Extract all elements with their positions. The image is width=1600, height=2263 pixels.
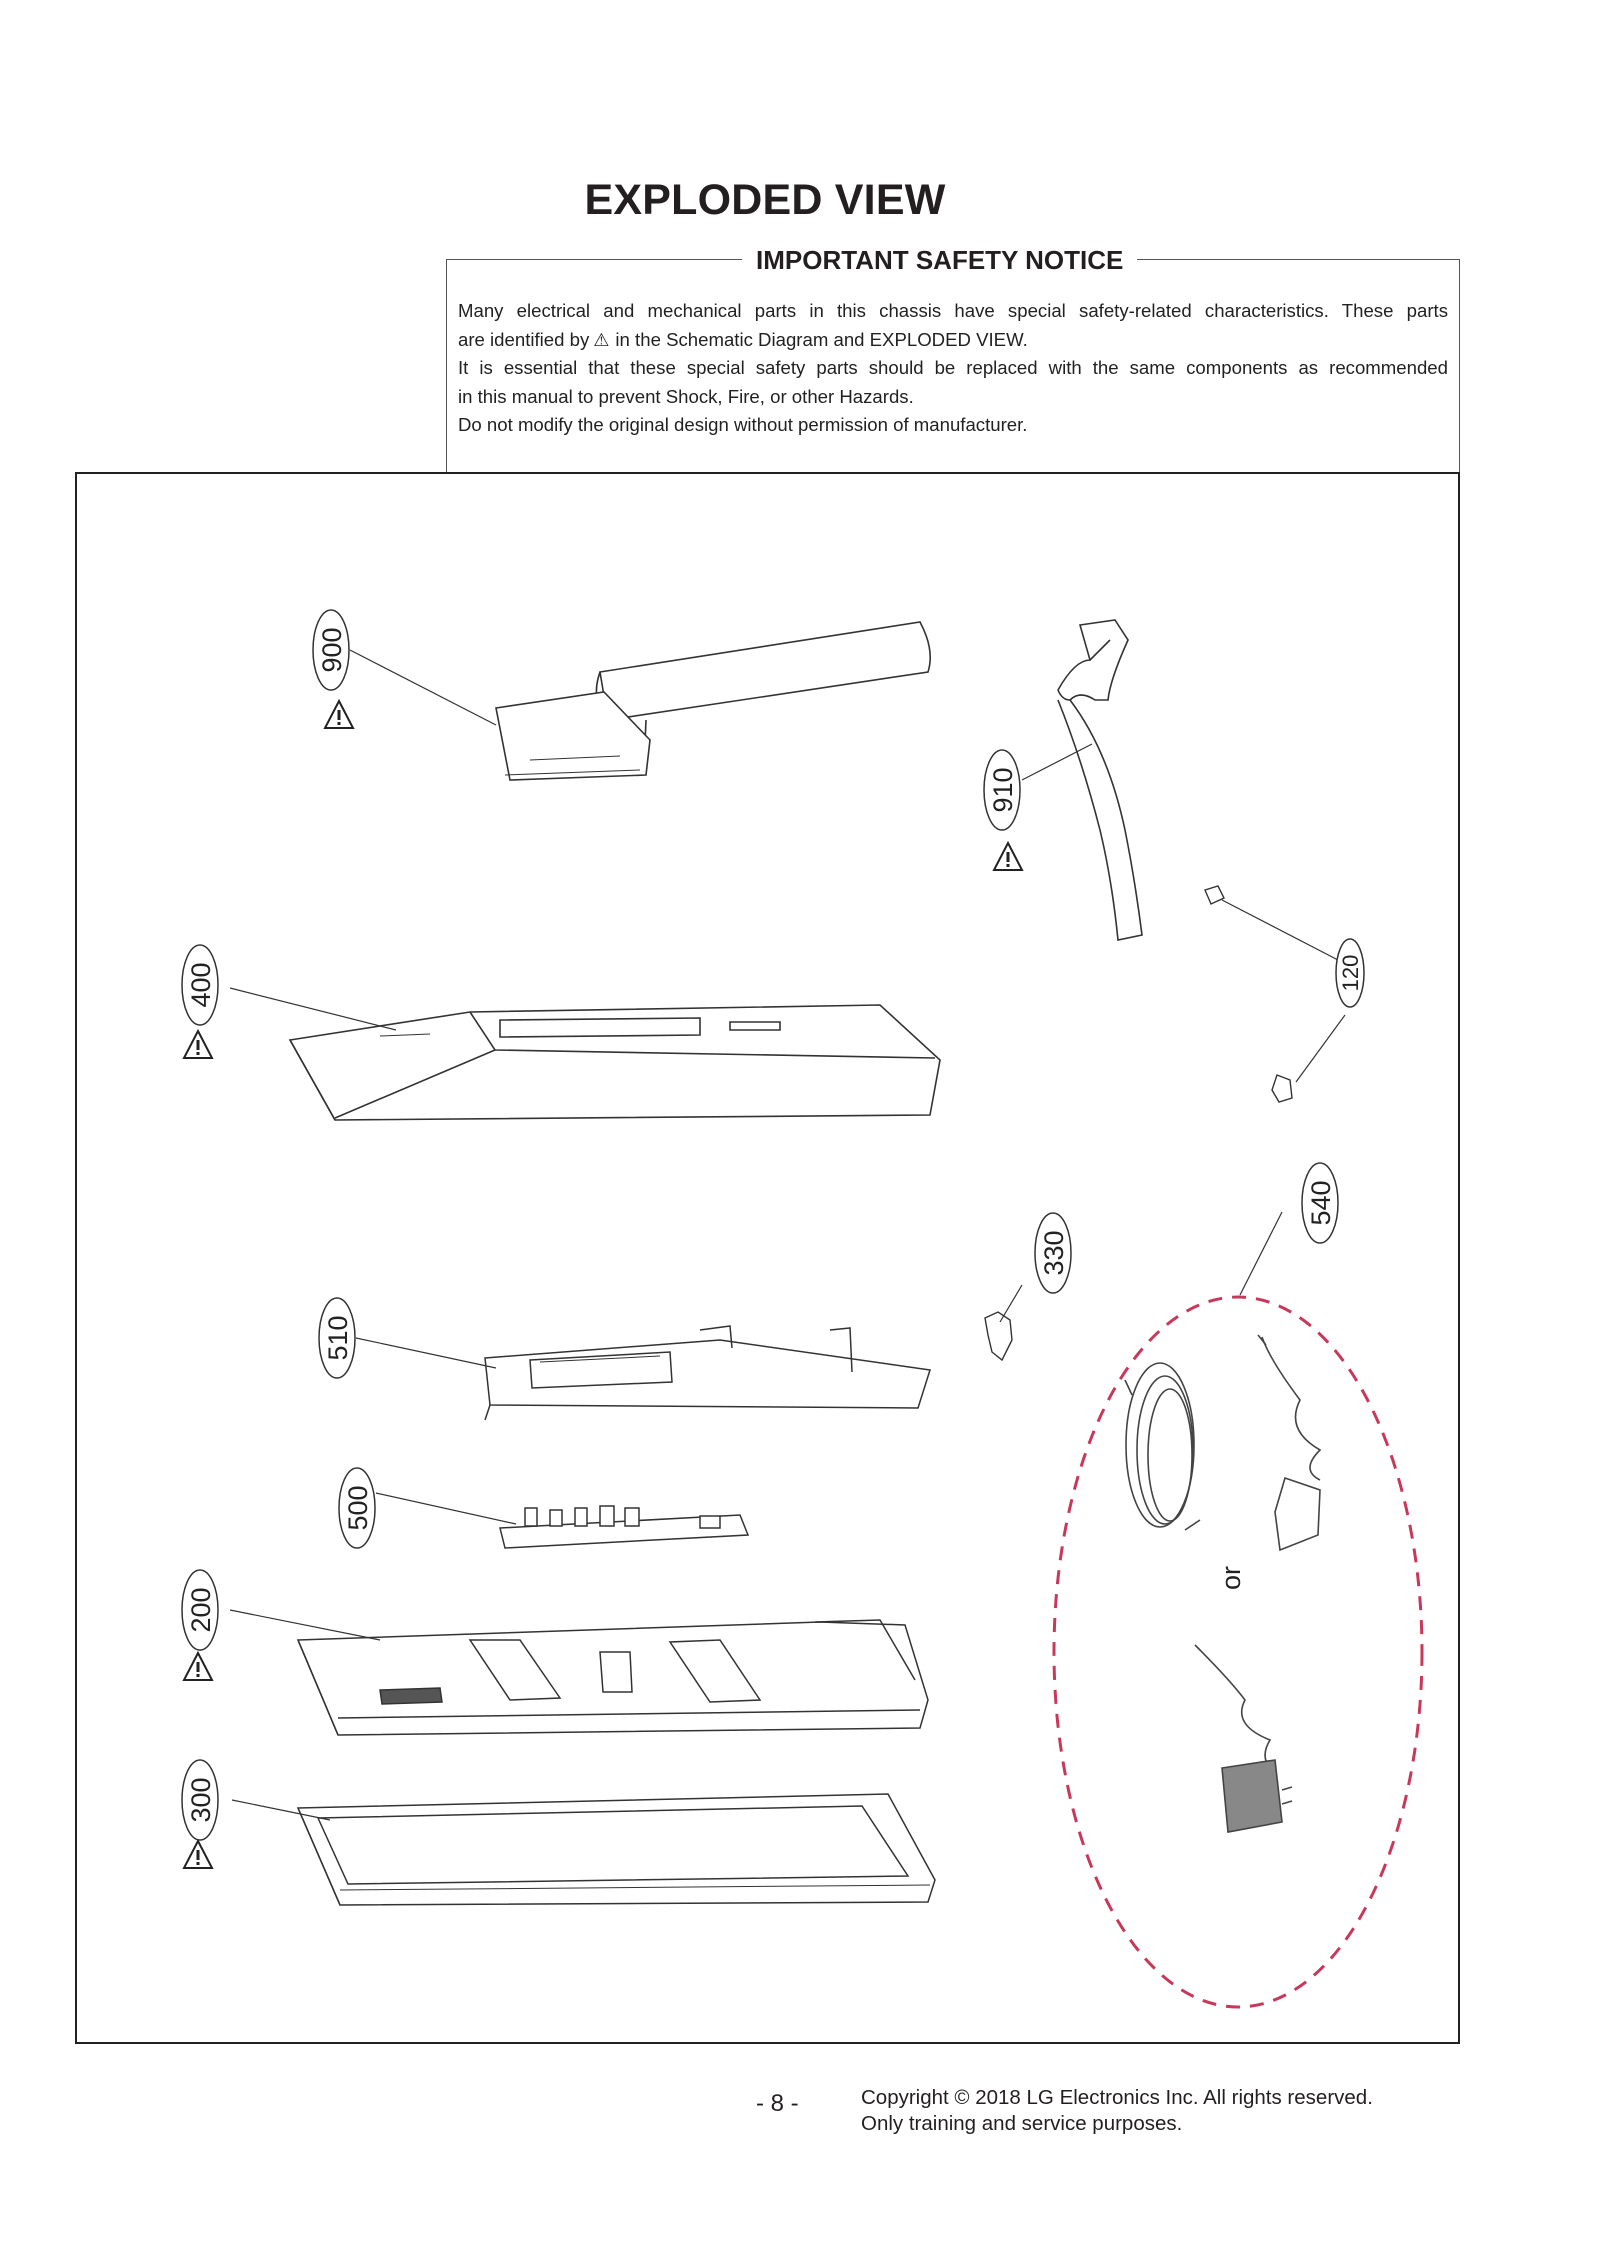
- callout-540: 540: [1301, 1162, 1339, 1244]
- warning-triangle-icon: [183, 1030, 213, 1059]
- part-label-900: 900: [317, 627, 347, 672]
- notice-line-1: Many electrical and mechanical parts in …: [458, 300, 1448, 321]
- copyright-block: Copyright © 2018 LG Electronics Inc. All…: [861, 2085, 1373, 2137]
- ac-adapter-box: [1257, 1334, 1322, 1552]
- part-label-330: 330: [1039, 1230, 1069, 1275]
- part-label-500: 500: [343, 1485, 373, 1530]
- safety-notice-text: Many electrical and mechanical parts in …: [458, 297, 1448, 440]
- callout-400: 400: [181, 944, 219, 1026]
- part-label-540: 540: [1306, 1180, 1336, 1225]
- notice-line-3: It is essential that these special safet…: [458, 357, 1448, 378]
- purpose-line: Only training and service purposes.: [861, 2112, 1183, 2135]
- copyright-line: Copyright © 2018 LG Electronics Inc. All…: [861, 2086, 1373, 2109]
- callout-510: 510: [318, 1297, 356, 1379]
- warning-triangle-icon: [993, 842, 1023, 871]
- callout-910: 910: [983, 749, 1021, 831]
- part-900-stand-neck: [495, 621, 931, 781]
- notice-line-2: are identified by⚠in the Schematic Diagr…: [458, 326, 1448, 355]
- part-label-400: 400: [186, 962, 216, 1007]
- notice-line-4: in this manual to prevent Shock, Fire, o…: [458, 385, 914, 407]
- safety-notice-heading: IMPORTANT SAFETY NOTICE: [742, 245, 1138, 276]
- callout-900: 900: [312, 609, 350, 691]
- power-cord-coil: [1124, 1362, 1201, 1531]
- notice-line-5: Do not modify the original design withou…: [458, 414, 1028, 435]
- part-120-screws: [1204, 885, 1293, 1103]
- page-title: EXPLODED VIEW: [584, 176, 946, 224]
- part-label-300: 300: [186, 1777, 216, 1822]
- warning-triangle-icon: [183, 1840, 213, 1869]
- warning-triangle-icon: [183, 1652, 213, 1681]
- callout-500: 500: [338, 1467, 376, 1549]
- part-200-frame: [296, 1619, 929, 1736]
- part-label-200: 200: [186, 1587, 216, 1632]
- power-adapter-plug: [1194, 1644, 1293, 1833]
- part-label-120: 120: [1338, 955, 1363, 992]
- part-label-510: 510: [323, 1315, 353, 1360]
- part-510-shield: [484, 1325, 931, 1421]
- part-400-back-cover: [288, 1004, 941, 1121]
- notice-line-2a: are identified by: [458, 328, 590, 350]
- part-500-main-board: [499, 1505, 750, 1549]
- or-label: or: [1216, 1566, 1246, 1590]
- warning-triangle-icon: ⚠: [593, 329, 610, 350]
- part-label-910: 910: [988, 767, 1018, 812]
- callout-200: 200: [181, 1569, 219, 1651]
- power-options-group-outline: [1052, 1295, 1424, 2009]
- part-300-front-bezel: [296, 1793, 936, 1906]
- page-number: - 8 -: [756, 2090, 799, 2117]
- part-910-stand-arm: [1057, 619, 1143, 941]
- notice-line-2b: in the Schematic Diagram and EXPLODED VI…: [615, 328, 1028, 350]
- part-330-bracket: [984, 1311, 1013, 1362]
- callout-300: 300: [181, 1759, 219, 1841]
- warning-triangle-icon: [324, 700, 354, 729]
- callout-330: 330: [1034, 1212, 1072, 1294]
- diagram-frame: [75, 472, 1460, 2044]
- callout-120: 120: [1335, 938, 1365, 1008]
